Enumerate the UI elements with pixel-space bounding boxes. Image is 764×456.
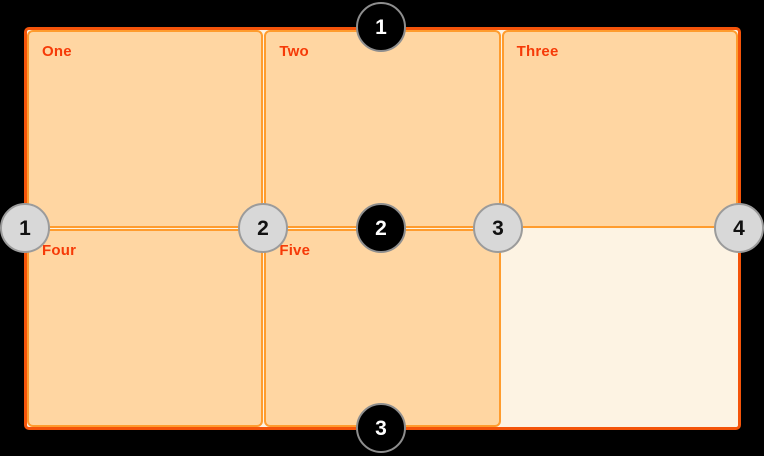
cell-label-five: Five [279,242,311,259]
row-line-marker-3-number: 3 [375,416,387,440]
cell-label-three: Three [516,43,559,60]
row-line-marker-1: 1 [356,2,406,52]
grid-cell-empty [502,229,738,427]
column-line-marker-4-number: 4 [733,216,745,240]
grid-cell-two: Two [264,30,501,228]
grid-cell-five: Five [264,229,501,427]
column-line-marker-2-number: 2 [257,216,269,240]
column-line-marker-3: 3 [473,203,523,253]
grid-cell-three: Three [501,30,738,228]
grid-cell-four: Four [27,229,264,427]
column-line-marker-1: 1 [0,203,50,253]
column-line-marker-2: 2 [238,203,288,253]
column-line-marker-3-number: 3 [492,216,504,240]
cell-label-one: One [42,43,72,60]
row-line-marker-3: 3 [356,403,406,453]
column-line-marker-4: 4 [714,203,764,253]
row-line-marker-1-number: 1 [375,15,387,39]
grid-cell-one: One [27,30,264,228]
grid-container: One Two Three Four Five [24,27,741,430]
column-line-marker-1-number: 1 [19,216,31,240]
cell-label-four: Four [42,242,77,259]
cell-label-two: Two [279,43,309,60]
row-line-marker-2-number: 2 [375,216,387,240]
row-line-marker-2: 2 [356,203,406,253]
